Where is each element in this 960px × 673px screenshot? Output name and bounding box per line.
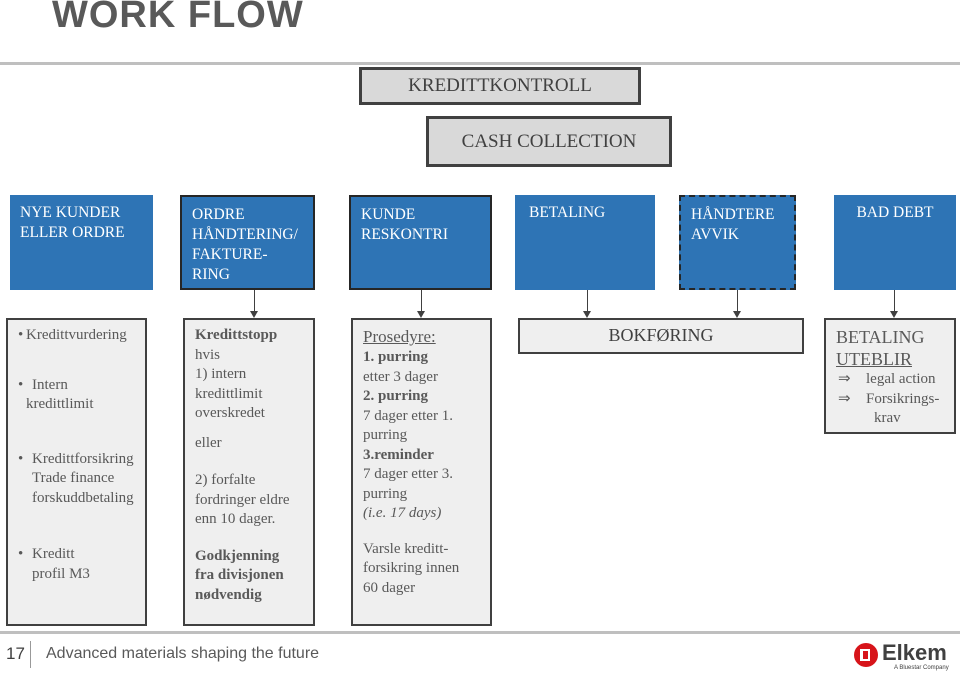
phase-line: ELLER ORDRE [20, 224, 125, 241]
list-item: ⇒ Forsikrings- krav [838, 390, 940, 427]
title-divider [0, 62, 960, 65]
elkem-logo-icon [854, 643, 878, 667]
phase-line: NYE KUNDER [20, 204, 121, 221]
phase-line: FAKTURE- [192, 246, 268, 263]
arrowhead-icon [417, 311, 425, 318]
phase-line: BETALING [529, 204, 606, 221]
detail-kredittvurdering: • Kredittvurdering • Intern kredittlimit… [6, 318, 147, 626]
bullet-item: • Kreditt profil M3 [18, 546, 90, 582]
phase-line: ORDRE [192, 206, 245, 223]
bullet-item: • Kredittforsikring Trade finance forsku… [18, 450, 134, 506]
implies-arrow-icon: ⇒ [838, 371, 851, 387]
detail-prosedyre: Prosedyre: 1. purring etter 3 dager 2. p… [351, 318, 492, 626]
list-item: ⇒ legal action [836, 370, 948, 390]
connector-line [587, 290, 588, 312]
bokforing-box: BOKFØRING [518, 318, 804, 354]
betaling-uteblir-box: BETALING UTEBLIR ⇒ legal action ⇒ Forsik… [824, 318, 956, 434]
arrowhead-icon [250, 311, 258, 318]
phase-line: HÅNDTERING/ [192, 226, 298, 243]
bullet-icon: • [18, 450, 24, 467]
arrowhead-icon [890, 311, 898, 318]
phase-bad-debt: BAD DEBT [834, 195, 956, 290]
phase-line: RING [192, 266, 230, 283]
detail-kredittstopp: Kredittstopp hvis 1) intern kredittlimit… [183, 318, 315, 626]
bullet-icon: • [18, 327, 24, 343]
footer-divider [0, 631, 960, 634]
phase-line: BAD DEBT [856, 204, 934, 221]
connector-line [737, 290, 738, 312]
page-title: WORK FLOW [52, 0, 304, 36]
kredittkontroll-box: KREDITTKONTROLL [359, 67, 641, 105]
connector-line [894, 290, 895, 312]
footer-tagline: Advanced materials shaping the future [46, 645, 320, 662]
page-number: 17 [6, 644, 25, 663]
implies-arrow-icon: ⇒ [838, 390, 851, 407]
connector-line [254, 290, 255, 312]
phase-line: KUNDE [361, 206, 416, 223]
arrowhead-icon [733, 311, 741, 318]
phase-line: RESKONTRI [361, 226, 448, 243]
elkem-logo: Elkem A Bluestar Company [854, 638, 954, 672]
phase-line: AVVIK [691, 226, 739, 243]
phase-handtere-avvik: HÅNDTERE AVVIK [679, 195, 796, 290]
bullet-icon: • [18, 546, 24, 562]
phase-nye-kunder: NYE KUNDER ELLER ORDRE [10, 195, 153, 290]
bullet-item: • Kredittvurdering [18, 326, 139, 346]
phase-betaling: BETALING [515, 195, 655, 290]
connector-line [421, 290, 422, 312]
cash-collection-box: CASH COLLECTION [426, 116, 672, 167]
phase-line: HÅNDTERE [691, 206, 775, 223]
footer-separator [30, 641, 31, 668]
phase-kunde-reskontri: KUNDE RESKONTRI [349, 195, 492, 290]
bullet-icon: • [18, 376, 24, 393]
phase-ordre-handtering: ORDRE HÅNDTERING/ FAKTURE- RING [180, 195, 315, 290]
arrowhead-icon [583, 311, 591, 318]
bullet-item: • Intern kredittlimit [18, 376, 94, 413]
